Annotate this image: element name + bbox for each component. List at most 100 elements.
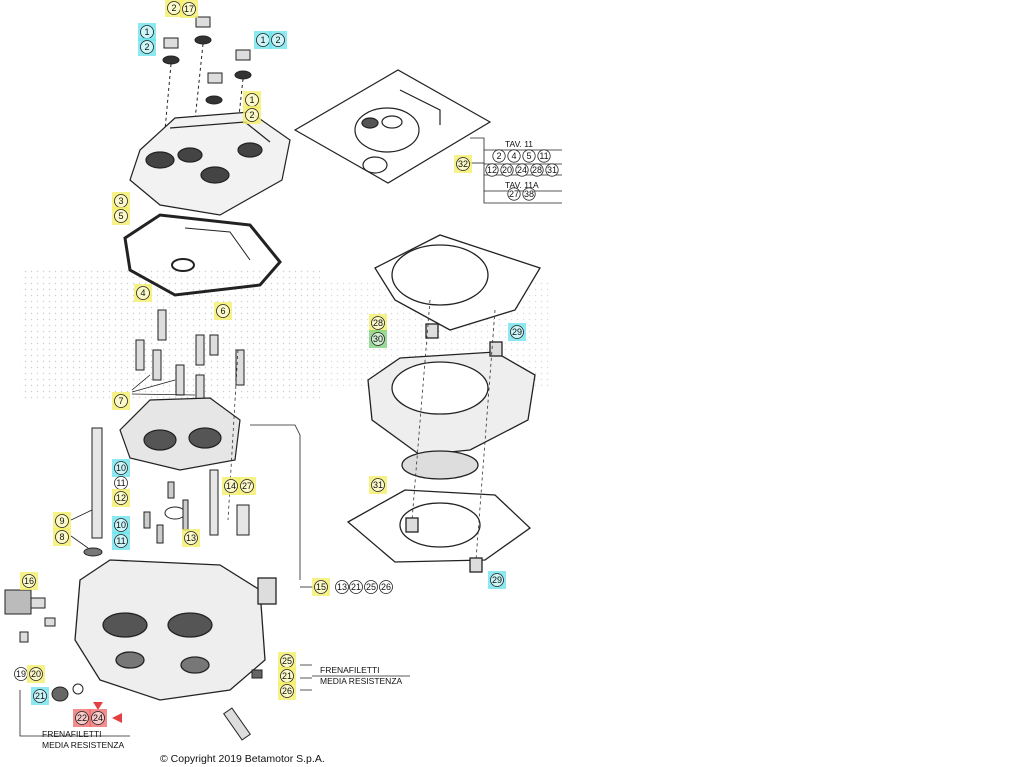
valve-cover	[129, 111, 291, 216]
callout-number: 30	[373, 334, 383, 344]
head-gasket-kit-sheet	[293, 69, 492, 184]
callout-number: 24	[93, 713, 103, 723]
tav-circle	[530, 163, 544, 177]
callout-29: 29	[508, 323, 526, 341]
callout-circle	[224, 479, 238, 493]
tav-number: 12	[487, 165, 497, 175]
callout-8: 8	[53, 528, 71, 546]
callout-circle	[349, 580, 363, 594]
callout-10: 10	[112, 516, 130, 534]
frenafiletti-right-line1: FRENAFILETTI	[320, 665, 380, 675]
callout-number: 19	[16, 669, 26, 679]
callout-number: 10	[116, 463, 126, 473]
callout-number: 9	[59, 516, 64, 526]
callout-number: 21	[351, 582, 361, 592]
callout-2: 2	[165, 0, 183, 17]
callout-20: 20	[27, 665, 45, 683]
tav-number: 5	[526, 151, 531, 161]
callout-number: 25	[282, 656, 292, 666]
tav-circle	[522, 187, 536, 201]
callout-15: 15	[312, 578, 330, 596]
tav-number: 27	[509, 189, 519, 199]
tav-number: 4	[511, 151, 516, 161]
callout-number: 13	[186, 533, 196, 543]
camshaft-carrier	[119, 397, 241, 471]
tav-circle	[515, 163, 529, 177]
callout-11: 11	[112, 532, 130, 550]
callout-circle	[335, 580, 349, 594]
tav-circle	[492, 149, 506, 163]
callout-number: 12	[116, 493, 126, 503]
tav-circle	[485, 163, 499, 177]
callout-number: 11	[116, 478, 125, 488]
tav-row-3: 27 38	[507, 187, 536, 201]
callout-number: 29	[492, 575, 502, 585]
tav-11-title: TAV. 11	[505, 139, 533, 149]
callout-number: 13	[337, 582, 347, 592]
callout-circle	[114, 491, 128, 505]
callout-number: 3	[118, 196, 123, 206]
callout-number: 15	[316, 582, 326, 592]
cylinder-head-plugs	[51, 669, 263, 741]
long-stud-left	[83, 427, 103, 557]
tav-circle	[507, 149, 521, 163]
callout-number: 6	[220, 306, 225, 316]
callout-number: 16	[24, 576, 34, 586]
tav-circle	[500, 163, 514, 177]
callout-circle	[371, 478, 385, 492]
callout-number: 21	[282, 671, 292, 681]
cylinder-head	[74, 559, 277, 701]
callout-number: 4	[140, 288, 145, 298]
red-pointers	[93, 702, 122, 723]
callout-12: 12	[112, 489, 130, 507]
callout-number: 27	[242, 481, 252, 491]
callout-3: 3	[112, 192, 130, 210]
callout-31: 31	[369, 476, 387, 494]
callout-21: 21	[349, 580, 363, 594]
callout-13: 13	[182, 529, 200, 547]
valve-cover-hardware	[162, 16, 252, 131]
callout-number: 2	[275, 35, 280, 45]
callout-number: 5	[118, 211, 123, 221]
tav-number: 11	[539, 151, 548, 161]
callout-number: 17	[184, 4, 194, 14]
callout-29: 29	[488, 571, 506, 589]
callout-circle	[182, 2, 196, 16]
callout-19: 19	[14, 667, 28, 681]
tav-number: 38	[524, 189, 534, 199]
callout-circle	[114, 461, 128, 475]
callout-circle	[22, 574, 36, 588]
tav-number: 28	[532, 165, 542, 175]
callout-circle	[33, 689, 47, 703]
callout-24: 24	[89, 709, 107, 727]
copyright-notice: © Copyright 2019 Betamotor S.p.A.	[160, 753, 325, 765]
callout-number: 1	[260, 35, 265, 45]
callout-17: 17	[180, 0, 198, 18]
callout-circle	[510, 325, 524, 339]
callout-number: 2	[144, 42, 149, 52]
callout-6: 6	[214, 302, 232, 320]
callout-circle	[114, 394, 128, 408]
callout-2: 2	[243, 106, 261, 124]
callout-14: 14	[222, 477, 240, 495]
alignment-guides	[227, 299, 496, 561]
callout-number: 2	[249, 110, 254, 120]
callout-number: 26	[381, 582, 391, 592]
callout-circle	[456, 157, 470, 171]
callout-11: 11	[114, 476, 128, 490]
callout-number: 1	[144, 27, 149, 37]
callout-circle	[75, 711, 89, 725]
callout-circle	[114, 518, 128, 532]
callout-circle	[91, 711, 105, 725]
callout-number: 22	[77, 713, 87, 723]
callout-16: 16	[20, 572, 38, 590]
temperature-sensor	[4, 589, 56, 643]
callout-number: 21	[35, 691, 45, 701]
bolts-group	[135, 309, 245, 406]
callout-21: 21	[278, 667, 296, 685]
cylinder-block	[367, 323, 536, 480]
callout-circle	[55, 530, 69, 544]
callout-28: 28	[369, 314, 387, 332]
callout-2: 2	[269, 31, 287, 49]
